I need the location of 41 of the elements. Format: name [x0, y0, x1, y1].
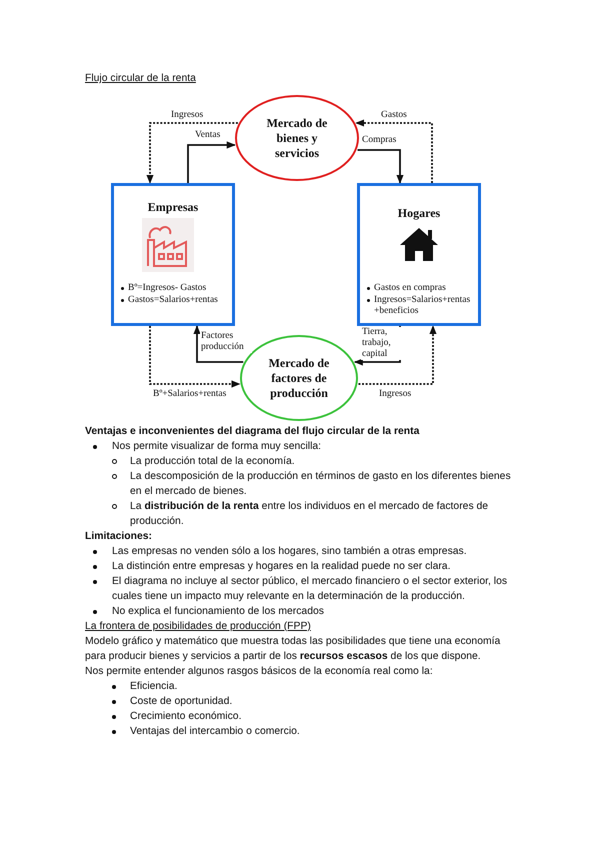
- market-ellipse: [235, 95, 359, 181]
- paragraph: Modelo gráfico y matemático que muestra todas las posibilidades que tiene una economía para producir bienes y servicios a partir de los recursos escasos de los que dispone.: [85, 635, 502, 664]
- section-heading: Limitaciones:: [85, 530, 153, 544]
- arrow: [193, 325, 244, 363]
- edge-label: Tierra, trabajo, capital: [361, 327, 403, 360]
- edge-label: Factores producción: [200, 331, 252, 353]
- edge-label: Ingresos: [378, 389, 412, 400]
- bullet-text: Ingresos=Salarios+rentas +beneficios: [366, 295, 475, 317]
- page-heading: Flujo circular de la renta: [85, 73, 196, 84]
- node-label: Mercado de factores de producción: [268, 356, 330, 400]
- bullet-text: La distinción entre empresas y hogares en la realidad puede no ser clara.: [85, 559, 515, 574]
- dotted-arrow: [358, 325, 437, 385]
- bullet-text: Las empresas no venden sólo a los hogares, sino también a otras empresas.: [85, 544, 515, 559]
- bullet-text: El diagrama no incluye al sector público, el mercado financiero o el sector exterior, los cuales tiene un impacto muy relevante en la determinación de la producción.: [85, 574, 515, 604]
- bullet-text: No explica el funcionamiento de los mercados: [85, 604, 515, 619]
- edge-label: Ingresos: [170, 110, 204, 121]
- paragraph: Nos permite entender algunos rasgos básicos de la economía real como la:: [85, 665, 434, 679]
- arrow: [358, 149, 404, 184]
- sector-box: [111, 183, 235, 326]
- box-heading: Hogares: [396, 206, 442, 221]
- bullet-text: Nos permite visualizar de forma muy sencilla:: [85, 439, 515, 454]
- edge-label: Compras: [361, 135, 398, 146]
- bullet-text: Coste de oportunidad.: [85, 694, 515, 709]
- bullet-text: Gastos=Salarios+rentas: [120, 295, 229, 306]
- node-label: Mercado de bienes y servicios: [266, 116, 328, 160]
- dotted-arrow: [355, 119, 433, 183]
- bullet-text: Gastos en compras: [366, 283, 475, 294]
- arrow: [187, 141, 236, 183]
- bullet-text: Eficiencia.: [85, 679, 515, 694]
- bullet-text: Crecimiento económico.: [85, 709, 515, 724]
- section-heading: Ventajas e inconvenientes del diagrama del flujo circular de la renta: [85, 425, 420, 439]
- dotted-arrow: [146, 122, 238, 184]
- sector-box: [357, 183, 481, 326]
- dotted-arrow: [149, 326, 240, 388]
- section-heading: La frontera de posibilidades de producción (FPP): [85, 620, 311, 634]
- box-heading: Empresas: [146, 200, 200, 215]
- sub-bullet-text: La descomposición de la producción en términos de gasto en los diferentes bienes en el mercado de bienes.: [85, 469, 515, 499]
- bullet-text: Ventajas del intercambio o comercio.: [85, 724, 515, 739]
- bullet-text: Bº=Ingresos- Gastos: [120, 283, 229, 294]
- sub-bullet-text: La producción total de la economía.: [85, 454, 515, 469]
- sub-bullet-text: La distribución de la renta entre los individuos en el mercado de factores de producción.: [85, 499, 515, 529]
